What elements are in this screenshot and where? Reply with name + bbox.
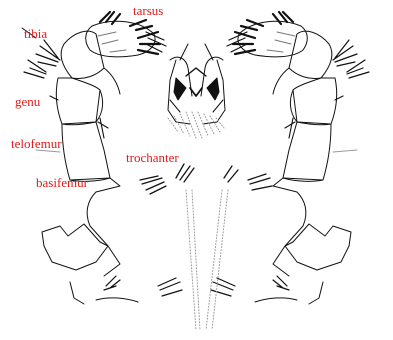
right-fang <box>207 78 219 100</box>
right-leg <box>227 12 369 192</box>
left-fang <box>174 78 186 100</box>
left-basifemur <box>70 178 120 192</box>
right-basifemur <box>273 178 323 192</box>
left-tibia <box>61 31 104 78</box>
right-coxa <box>285 192 306 246</box>
right-tibia <box>289 31 332 78</box>
left-leg <box>22 12 166 192</box>
left-seta <box>36 40 60 66</box>
gnathosoma <box>168 44 225 138</box>
right-genu <box>293 78 337 125</box>
central-channel <box>186 190 228 330</box>
left-coxa <box>87 192 108 246</box>
palp-setae <box>140 164 272 194</box>
left-genu <box>56 78 100 125</box>
idiosoma <box>42 192 351 304</box>
hypostome-stipple <box>168 112 224 138</box>
